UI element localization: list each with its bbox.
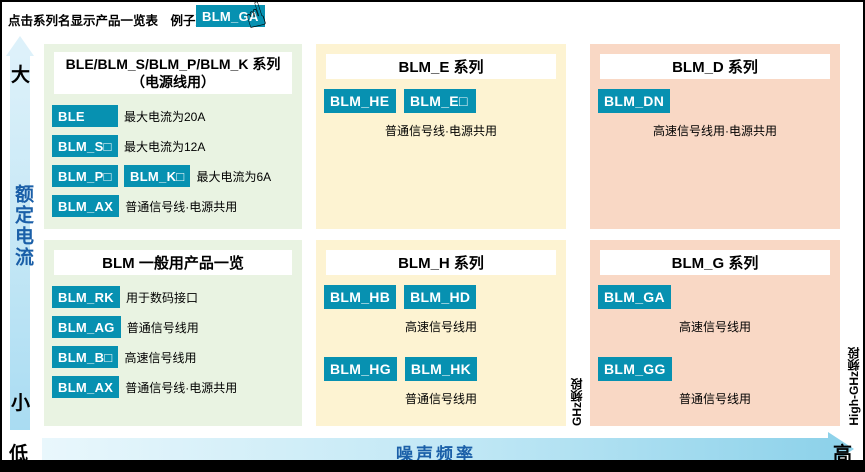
button-group: BLM_DN [598, 89, 840, 113]
product-row: BLM_AX 普通信号线·电源共用 [52, 376, 302, 398]
series-desc: 最大电流为12A [124, 139, 206, 154]
panel-title: BLM_H 系列 [326, 250, 556, 275]
series-button-blm-ax-power[interactable]: BLM_AX [52, 195, 120, 218]
series-button-blm-ag[interactable]: BLM_AG [52, 316, 121, 338]
series-button-blm-he[interactable]: BLM_HE [324, 89, 396, 113]
series-desc: 高速信号线用 [404, 320, 477, 334]
high-ghz-band-label: High-GHz频段 [847, 347, 861, 426]
y-axis-title: 额定电流 [12, 184, 33, 268]
series-button-ble[interactable]: BLE [52, 105, 118, 128]
series-button-blm-hk[interactable]: BLM_HK [404, 357, 478, 381]
panel-blm-e-series: BLM_E 系列 BLM_HE BLM_E□ 普通信号线·电源共用 [316, 44, 566, 229]
y-axis-min-label: 小 [11, 393, 31, 414]
y-axis-max-label: 大 [11, 65, 31, 86]
series-button-blm-k[interactable]: BLM_K□ [124, 165, 191, 188]
panel-title: BLM_E 系列 [326, 54, 556, 79]
pointing-hand-cursor-icon: ☝ [239, 0, 271, 38]
series-button-blm-p[interactable]: BLM_P□ [52, 165, 118, 188]
series-desc: 普通信号线用 [404, 392, 477, 406]
y-axis-bar [10, 56, 30, 430]
panel-power-line-series: BLE/BLM_S/BLM_P/BLM_K 系列 （电源线用） BLE 最大电流… [44, 44, 302, 229]
button-group: BLM_GG [598, 357, 840, 381]
series-button-blm-e[interactable]: BLM_E□ [404, 89, 476, 113]
panel-title: BLE/BLM_S/BLM_P/BLM_K 系列 （电源线用） [54, 52, 292, 95]
series-desc: 普通信号线·电源共用 [385, 124, 497, 138]
series-button-blm-hg[interactable]: BLM_HG [324, 357, 397, 381]
product-row: BLM_S□ 最大电流为12A [52, 135, 302, 158]
x-axis-bar [42, 438, 830, 460]
panel-title: BLM_G 系列 [600, 250, 830, 275]
series-desc: 高速信号线用·电源共用 [653, 124, 777, 138]
example-series-button-blm-ga[interactable]: BLM_GA [196, 5, 265, 27]
button-group: BLM_HB BLM_HD [324, 285, 566, 309]
series-button-blm-hb[interactable]: BLM_HB [324, 285, 397, 309]
x-axis-max-label: 高 [833, 444, 853, 465]
series-desc: 高速信号线用 [678, 320, 751, 334]
panel-blm-d-series: BLM_D 系列 BLM_DN 高速信号线用·电源共用 [590, 44, 840, 229]
series-desc: 高速信号线用 [124, 350, 197, 365]
panel-blm-general: BLM 一般用产品一览 BLM_RK 用于数码接口 BLM_AG 普通信号线用 … [44, 240, 302, 426]
series-button-blm-ga[interactable]: BLM_GA [598, 285, 671, 309]
x-axis-min-label: 低 [9, 444, 29, 465]
panel-title-line2: （电源线用） [131, 74, 215, 91]
series-button-blm-hd[interactable]: BLM_HD [404, 285, 477, 309]
series-button-blm-gg[interactable]: BLM_GG [598, 357, 672, 381]
x-axis-title: 噪声频率 [396, 445, 476, 464]
product-row: BLM_P□ BLM_K□ 最大电流为6A [52, 165, 302, 188]
panel-blm-h-series: BLM_H 系列 BLM_HB BLM_HD 高速信号线用 BLM_HG BLM… [316, 240, 566, 426]
series-desc: 普通信号线·电源共用 [125, 380, 238, 395]
button-group: BLM_HG BLM_HK [324, 357, 566, 381]
series-desc: 最大电流为20A [124, 109, 206, 124]
series-desc: 普通信号线用 [678, 392, 751, 406]
series-button-blm-s[interactable]: BLM_S□ [52, 135, 118, 158]
product-row: BLM_B□ 高速信号线用 [52, 346, 302, 368]
series-desc: 最大电流为6A [196, 169, 272, 184]
product-row: BLM_AG 普通信号线用 [52, 316, 302, 338]
panel-blm-g-series: BLM_G 系列 BLM_GA 高速信号线用 BLM_GG 普通信号线用 [590, 240, 840, 426]
series-desc: 普通信号线用 [126, 320, 199, 335]
series-button-blm-b[interactable]: BLM_B□ [52, 346, 119, 368]
series-button-blm-dn[interactable]: BLM_DN [598, 89, 671, 113]
ghz-band-label: GHz频段 [570, 378, 584, 426]
header-note: 点击系列名显示产品一览表 例子） [8, 14, 209, 28]
y-axis-arrowhead [6, 36, 34, 56]
product-row: BLE 最大电流为20A [52, 105, 302, 128]
series-desc: 用于数码接口 [125, 290, 198, 305]
x-axis-arrowhead [828, 432, 854, 460]
panel-title-line1: BLE/BLM_S/BLM_P/BLM_K 系列 [65, 56, 281, 72]
series-desc: 普通信号线·电源共用 [125, 199, 238, 214]
panel-title: BLM_D 系列 [600, 54, 830, 79]
series-button-blm-rk[interactable]: BLM_RK [52, 286, 120, 308]
button-group: BLM_HE BLM_E□ [324, 89, 566, 113]
series-button-blm-ax-general[interactable]: BLM_AX [52, 376, 120, 398]
button-group: BLM_GA [598, 285, 840, 309]
product-row: BLM_AX 普通信号线·电源共用 [52, 195, 302, 218]
panel-title: BLM 一般用产品一览 [54, 250, 292, 275]
product-row: BLM_RK 用于数码接口 [52, 286, 302, 308]
